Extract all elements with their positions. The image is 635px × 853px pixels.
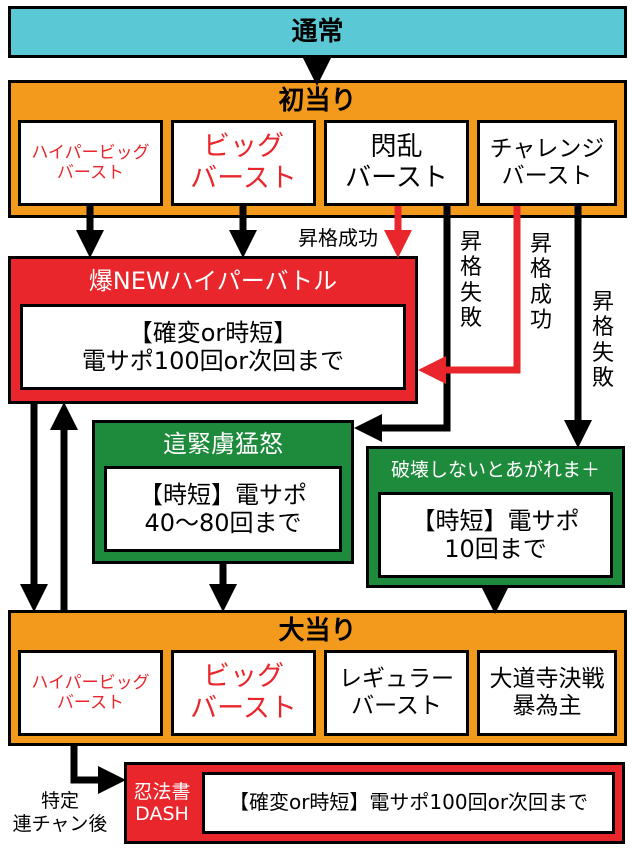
big-hit-item-hyper-big-burst (18, 650, 163, 736)
arrow-big-hit-to-dash (70, 746, 126, 794)
promotion-success-label: 昇格成功 (298, 226, 378, 250)
first-hit-item-label: 閃乱 バースト (345, 132, 448, 193)
big-hit-item-daidouji-kessen (477, 650, 617, 736)
first-hit-title: 初当り (278, 85, 357, 116)
normal-state-title: 通常 (291, 16, 344, 47)
first-hit-item-label: チャレンジ バースト (489, 135, 605, 189)
big-hit-item-label: ハイパービッグ バースト (31, 672, 150, 713)
big-hit-item-label: レギュラー バースト (339, 665, 454, 719)
hakai-body-box (378, 492, 613, 578)
baku-new-hyper-battle-body: 【確変or時短】 電サポ100回or次回まで (81, 318, 345, 375)
first-hit-item-senran-burst (324, 120, 469, 206)
promotion-fail-label: 昇 格 失 敗 (459, 230, 482, 331)
dash-body: 【確変or時短】電サポ100回or次回まで (228, 790, 589, 815)
dash-title: 忍法書 DASH (133, 780, 191, 825)
hakai-title: 破壊しないとあがれま＋ (390, 458, 600, 481)
promotion-success-label-2: 昇 格 成 功 (529, 232, 552, 333)
first-hit-item-big-burst (171, 120, 316, 206)
baku-new-hyper-battle-body-box (20, 304, 406, 390)
baku-new-hyper-battle-title: 爆NEWハイパーバトル (88, 266, 338, 295)
arrow-senran-fail (354, 206, 451, 442)
normal-state-box (8, 6, 627, 58)
arrow-challenge-success (418, 206, 521, 384)
shikken-body-box (104, 466, 342, 552)
shikken-title: 這緊虜猛怒 (163, 429, 283, 458)
special-chain-note: 特定 連チャン後 (12, 790, 108, 835)
big-hit-title: 大当り (278, 615, 357, 646)
dash-body-box (202, 772, 615, 834)
shikken-body: 【時短】電サポ 40〜80回まで (139, 480, 307, 537)
big-hit-item-regular-burst (324, 650, 469, 736)
hakai-body: 【時短】電サポ 10回まで (411, 506, 580, 563)
big-hit-item-label: 大道寺決戦 暴為主 (489, 665, 605, 719)
first-hit-item-challenge-burst (477, 120, 617, 206)
promotion-fail-label-2: 昇 格 失 敗 (591, 290, 614, 391)
big-hit-item-label: ビッグ バースト (190, 661, 297, 724)
first-hit-item-label: ビッグ バースト (190, 131, 297, 194)
first-hit-item-label: ハイパービッグ バースト (31, 142, 150, 183)
big-hit-item-big-burst (171, 650, 316, 736)
first-hit-item-hyper-big-burst (18, 120, 163, 206)
